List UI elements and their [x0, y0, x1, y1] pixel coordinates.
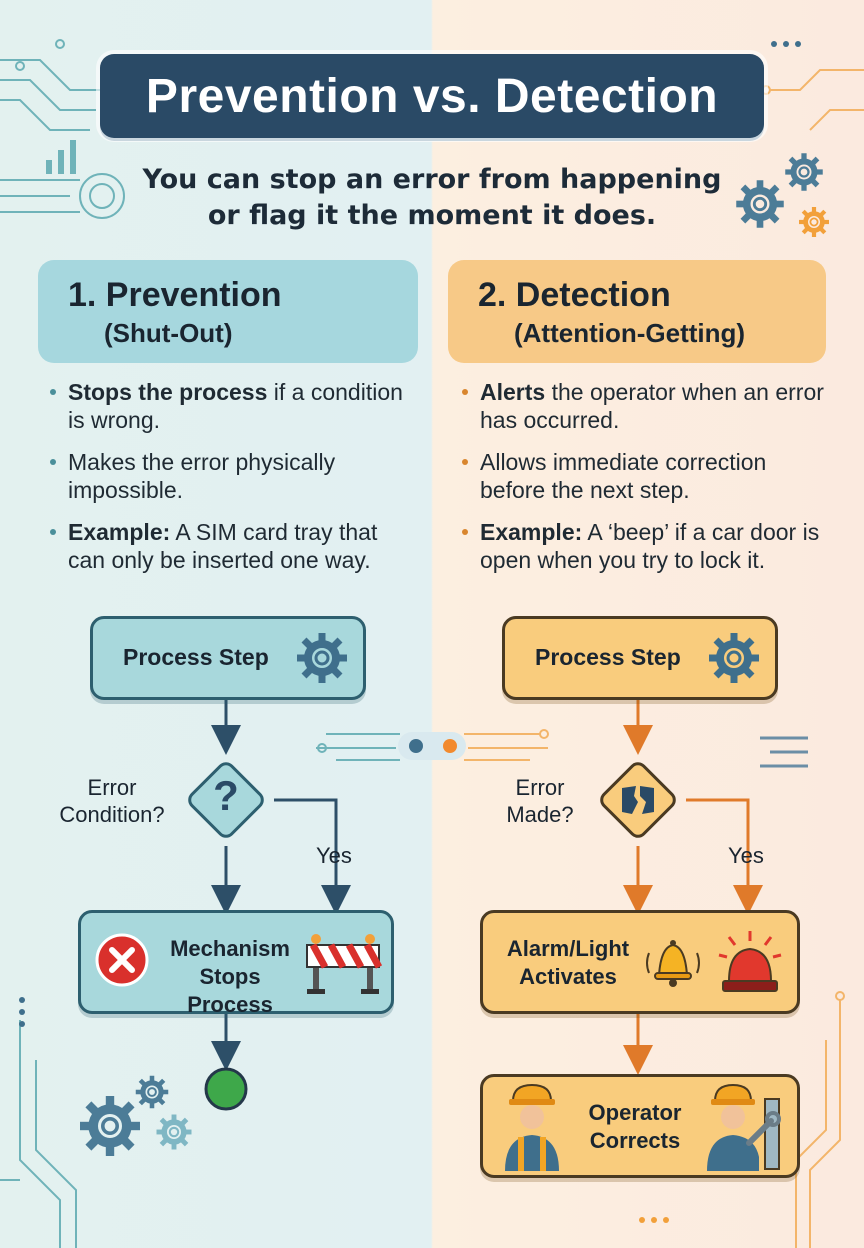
gear-icon: [295, 631, 349, 685]
detection-process-step-box: Process Step: [502, 616, 778, 700]
prevention-arrows: [211, 698, 351, 1071]
list-item: Example: A ‘beep’ if a car door is open …: [462, 518, 834, 574]
prevention-process-step-box: Process Step: [90, 616, 366, 700]
bar-chart-decoration: [46, 140, 76, 174]
bell-icon: [646, 940, 700, 987]
list-item: Example: A SIM card tray that can only b…: [50, 518, 410, 574]
decision-label: Error Made?: [506, 775, 574, 827]
detection-arrows: [623, 698, 763, 1075]
circuit-lines-bottom-right: [795, 991, 845, 1248]
alarm-label: Alarm/Light Activates: [506, 936, 630, 989]
list-item: Alerts the operator when an error has oc…: [462, 378, 834, 434]
page-title: Prevention vs. Detection: [145, 69, 719, 123]
detection-subheading: (Attention-Getting): [514, 318, 746, 348]
prevention-heading: 1. Prevention: [68, 276, 282, 314]
subtitle-line: or flag it the moment it does.: [207, 200, 657, 231]
x-mark-icon: [95, 933, 149, 987]
circuit-lines-middle: [316, 733, 400, 761]
correct-label: Operator Corrects: [588, 1100, 682, 1153]
circuit-lines-middle-right: [464, 729, 549, 761]
title-banner: Prevention vs. Detection: [100, 54, 764, 138]
detection-heading: 2. Detection: [478, 276, 671, 314]
prevention-subheading: (Shut-Out): [104, 318, 233, 348]
decision-label: Error Condition?: [59, 775, 165, 827]
broken-piece-icon: [622, 786, 654, 814]
detection-correct-box: Operator Corrects: [480, 1074, 800, 1178]
subtitle: You can stop an error from happening or …: [120, 162, 744, 234]
decision-diamond: [600, 762, 676, 838]
detection-header: 2. Detection (Attention-Getting): [448, 260, 826, 363]
siren-light-icon: [718, 931, 782, 992]
subtitle-line: You can stop an error from happening: [142, 164, 722, 195]
circuit-lines-top-left: [0, 39, 125, 219]
dots-decoration: [639, 1217, 669, 1223]
result-label: Mechanism Stops Process: [170, 936, 290, 1017]
stop-circle-icon: [204, 1067, 248, 1111]
question-mark-icon: ?: [213, 772, 239, 819]
yes-label: Yes: [316, 843, 352, 868]
worker-icon: [505, 1083, 559, 1171]
list-item: Stops the process if a condition is wron…: [50, 378, 410, 434]
lines-decoration-right: [760, 736, 808, 768]
detection-alarm-box: Alarm/Light Activates: [480, 910, 800, 1014]
process-step-label: Process Step: [535, 644, 681, 670]
prevention-header: 1. Prevention (Shut-Out): [38, 260, 418, 363]
circuit-lines-bottom-left: [0, 1020, 77, 1248]
yes-label: Yes: [728, 843, 764, 868]
barrier-icon: [306, 934, 383, 994]
dots-decoration: [19, 997, 25, 1027]
decision-diamond: [188, 762, 264, 838]
prevention-bullets: Stops the process if a condition is wron…: [50, 378, 410, 588]
process-step-label: Process Step: [123, 644, 269, 670]
dots-decoration: [771, 41, 801, 47]
worker-wrench-icon: [707, 1083, 781, 1171]
list-item: Allows immediate correction before the n…: [462, 448, 834, 504]
gear-icon: [707, 631, 761, 685]
prevention-result-box: Mechanism Stops Process: [78, 910, 394, 1017]
detection-bullets: Alerts the operator when an error has oc…: [462, 378, 834, 588]
list-item: Makes the error physically impossible.: [50, 448, 410, 504]
toggle-pill-decoration: [398, 732, 466, 760]
